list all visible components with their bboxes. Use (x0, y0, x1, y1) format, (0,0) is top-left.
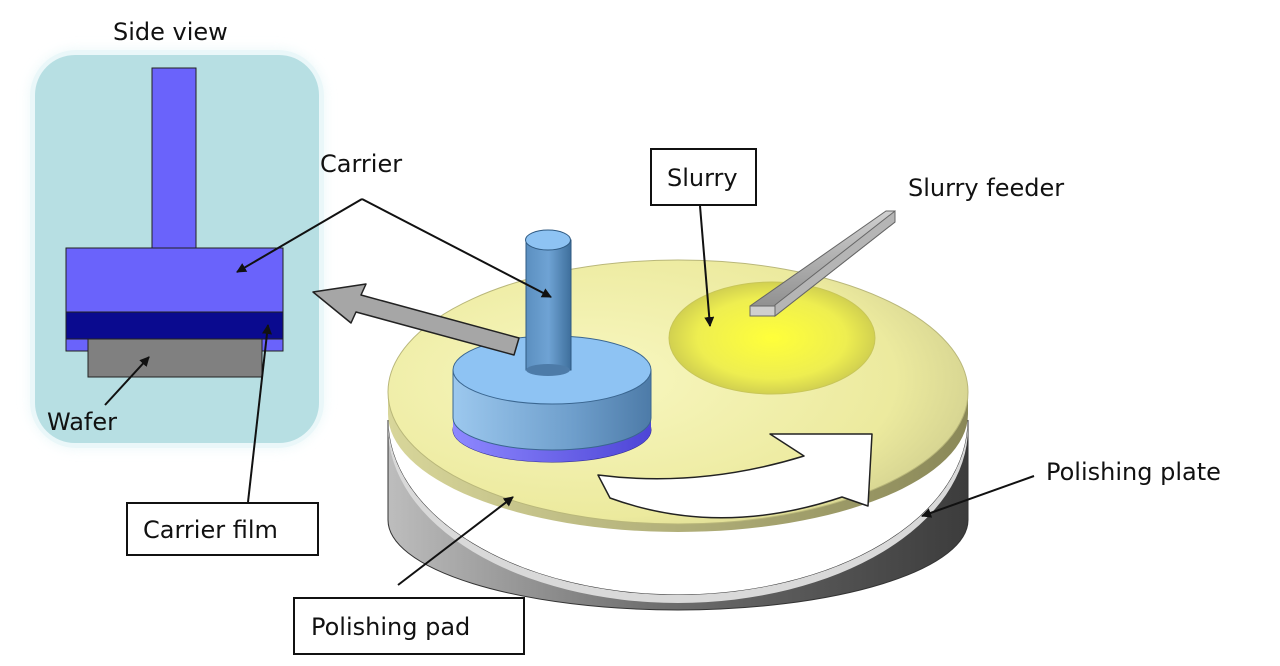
polishing-plate-label: Polishing plate (1046, 458, 1221, 486)
carrier-shaft (151, 67, 197, 249)
side-view-pointer-arrow (312, 283, 520, 356)
slurry-puddle (668, 281, 876, 395)
carrier-film-label: Carrier film (143, 516, 278, 544)
polishing-pad-label: Polishing pad (311, 613, 470, 641)
polishing-pad-label-box (293, 597, 525, 655)
polishing-machine (387, 209, 969, 611)
carrier-body (65, 247, 284, 313)
slurry-label: Slurry (667, 164, 738, 192)
rotation-arrow (597, 433, 873, 519)
slurry-label-box (650, 148, 757, 206)
leader-lines (104, 198, 1035, 586)
carrier-film-label-box (126, 502, 319, 556)
side-view-label: Side view (113, 18, 228, 46)
wafer-label: Wafer (47, 408, 117, 436)
slurry-feeder-label: Slurry feeder (908, 174, 1064, 202)
slurry-feeder (749, 209, 896, 318)
carrier-film (65, 311, 284, 340)
wafer (87, 338, 263, 378)
carrier-label: Carrier (320, 150, 402, 178)
carrier-head-shaft (525, 239, 572, 371)
side-view-panel (30, 50, 324, 448)
